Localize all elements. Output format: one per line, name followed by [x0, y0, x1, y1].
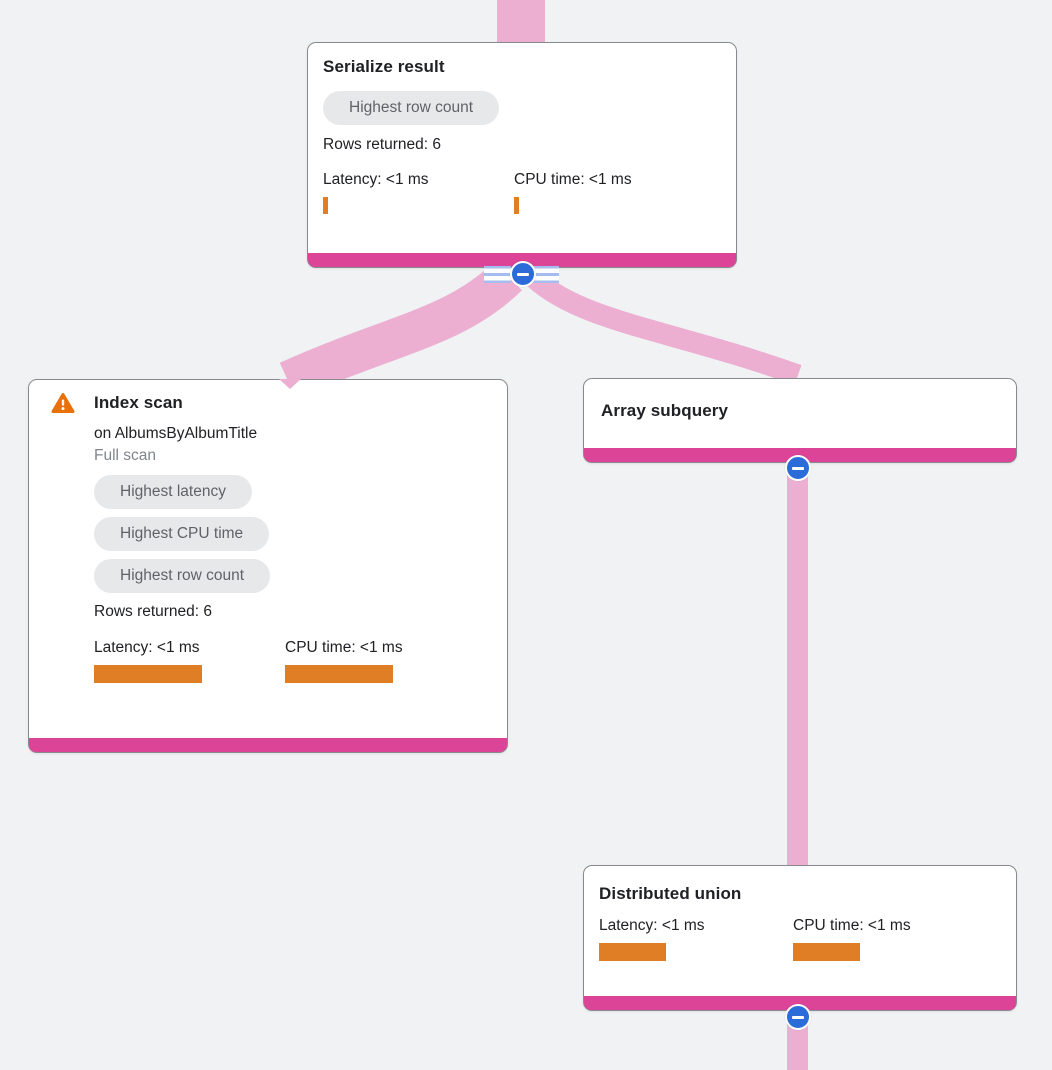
node-array-subquery[interactable]: Array subquery — [583, 378, 1017, 463]
node-title: Array subquery — [601, 401, 729, 420]
rows-returned-label: Rows returned: 6 — [323, 136, 442, 153]
cpu-time-bar — [285, 665, 393, 683]
node-index-scan[interactable]: Index scan on AlbumsByAlbumTitle Full sc… — [28, 379, 508, 753]
minus-icon — [792, 466, 804, 470]
cpu-time-bar — [793, 943, 860, 961]
latency-bar — [323, 197, 328, 214]
node-serialize-result[interactable]: Serialize result Highest row count Rows … — [307, 42, 737, 268]
edge-parent-trunk — [497, 0, 545, 44]
node-distributed-union[interactable]: Distributed union Latency: <1 ms CPU tim… — [583, 865, 1017, 1011]
cpu-time-label: CPU time: <1 ms — [793, 917, 911, 934]
node-accent-bar — [29, 738, 507, 752]
cpu-time-label: CPU time: <1 ms — [285, 639, 403, 656]
minus-icon — [517, 272, 529, 276]
minus-icon — [792, 1015, 804, 1019]
cpu-time-bar — [514, 197, 519, 214]
node-accent-bar — [308, 253, 736, 267]
collapse-button-distributed-union[interactable] — [785, 1004, 811, 1030]
node-title: Distributed union — [599, 884, 742, 903]
node-title: Serialize result — [323, 57, 445, 76]
node-accent-bar — [584, 996, 1016, 1010]
index-name-label: on AlbumsByAlbumTitle — [94, 425, 258, 442]
rows-returned-label: Rows returned: 6 — [94, 603, 213, 620]
latency-label: Latency: <1 ms — [599, 917, 705, 934]
badge-highest-cpu-time: Highest CPU time — [94, 517, 270, 551]
badge-highest-row-count: Highest row count — [323, 91, 500, 125]
edge-serialize-to-array-subquery — [526, 270, 802, 385]
scan-type-label: Full scan — [94, 447, 157, 464]
latency-label: Latency: <1 ms — [94, 639, 200, 656]
latency-label: Latency: <1 ms — [323, 171, 429, 188]
badge-highest-latency: Highest latency — [94, 475, 252, 509]
cpu-time-label: CPU time: <1 ms — [514, 171, 632, 188]
edge-serialize-to-index-scan — [279, 261, 522, 400]
latency-bar — [599, 943, 666, 961]
warning-icon — [51, 393, 75, 413]
collapse-button-serialize[interactable] — [510, 261, 536, 287]
node-title: Index scan — [94, 393, 183, 412]
latency-bar — [94, 665, 202, 683]
collapse-stripe-left — [484, 266, 511, 283]
badge-highest-row-count: Highest row count — [94, 559, 271, 593]
edge-array-to-distributed-union — [787, 452, 808, 872]
collapse-stripe-right — [532, 266, 559, 283]
collapse-button-array-subquery[interactable] — [785, 455, 811, 481]
